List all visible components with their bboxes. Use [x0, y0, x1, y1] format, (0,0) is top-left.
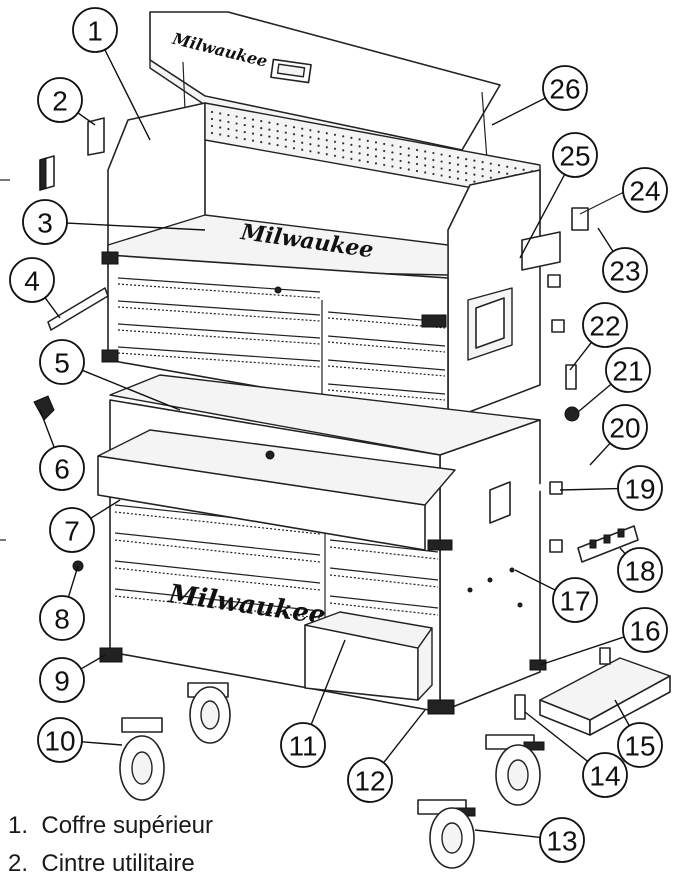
callout-7: 7 — [50, 508, 94, 552]
leader-line — [45, 298, 60, 318]
callout-17: 17 — [553, 578, 597, 622]
callout-15: 15 — [618, 723, 662, 767]
bottom-cabinet: Milwaukee — [98, 375, 600, 714]
callout-12: 12 — [348, 758, 392, 802]
callout-number: 14 — [589, 761, 620, 792]
callout-1: 1 — [73, 8, 117, 52]
leader-line — [78, 113, 95, 125]
utility-hanger-part — [40, 118, 104, 190]
callout-26: 26 — [543, 66, 587, 110]
slide-rail-part — [48, 288, 108, 330]
legend-number: 1. — [8, 812, 28, 839]
callout-number: 1 — [87, 16, 103, 47]
callout-3: 3 — [23, 200, 67, 244]
leader-line — [475, 830, 540, 837]
legend-item-1: 1. Coffre supérieur — [8, 812, 213, 840]
leader-line — [68, 566, 78, 597]
callout-2: 2 — [38, 78, 82, 122]
caster-locking-back — [486, 735, 544, 805]
callout-number: 2 — [52, 86, 68, 117]
callout-number: 6 — [54, 454, 70, 485]
legend-item-2: 2. Cintre utilitaire — [8, 850, 195, 878]
callout-number: 18 — [624, 556, 655, 587]
callout-22: 22 — [583, 303, 627, 347]
callout-24: 24 — [623, 168, 667, 212]
cap-part — [34, 396, 54, 420]
callout-number: 25 — [559, 141, 590, 172]
callout-number: 20 — [609, 413, 640, 444]
tray-bracket-part — [515, 695, 525, 719]
callout-21: 21 — [606, 348, 650, 392]
callout-14: 14 — [583, 753, 627, 797]
caster-rigid-left — [120, 718, 164, 800]
callout-number: 5 — [54, 348, 70, 379]
callout-number: 24 — [629, 176, 660, 207]
callout-number: 12 — [354, 766, 385, 797]
lock-core-part — [565, 407, 579, 421]
callout-5: 5 — [40, 340, 84, 384]
side-tray-part — [540, 648, 670, 735]
leader-line — [384, 710, 425, 763]
leader-line — [560, 489, 618, 490]
callout-number: 16 — [629, 616, 660, 647]
leader-line — [620, 548, 625, 554]
callout-number: 10 — [44, 726, 75, 757]
leader-line — [492, 98, 545, 125]
callout-20: 20 — [603, 405, 647, 449]
callout-23: 23 — [603, 248, 647, 292]
callout-number: 13 — [546, 826, 577, 857]
callout-4: 4 — [10, 258, 54, 302]
callout-9: 9 — [40, 658, 84, 702]
legend-label: Coffre supérieur — [41, 812, 213, 839]
callout-number: 26 — [549, 74, 580, 105]
hinge-clips — [548, 275, 564, 552]
callout-number: 4 — [24, 266, 40, 297]
callout-number: 15 — [624, 731, 655, 762]
callout-number: 22 — [589, 311, 620, 342]
callout-number: 17 — [559, 586, 590, 617]
leader-line — [590, 443, 610, 465]
callout-number: 7 — [64, 516, 80, 547]
callout-number: 21 — [612, 356, 643, 387]
caster-locking-front — [418, 800, 475, 868]
callout-number: 11 — [288, 731, 317, 762]
callout-number: 23 — [609, 256, 640, 287]
leader-line — [82, 742, 122, 745]
callout-number: 3 — [37, 208, 53, 239]
callout-13: 13 — [540, 818, 584, 862]
callout-6: 6 — [40, 446, 84, 490]
top-chest-body: Milwaukee — [102, 103, 540, 422]
callout-number: 19 — [624, 474, 655, 505]
callout-10: 10 — [38, 718, 82, 762]
callout-19: 19 — [618, 466, 662, 510]
caster-rigid-mid — [188, 683, 230, 743]
leader-line — [540, 637, 624, 665]
callout-8: 8 — [40, 596, 84, 640]
leader-line — [578, 384, 611, 412]
callout-number: 8 — [54, 604, 70, 635]
leader-line — [570, 342, 591, 370]
callout-number: 9 — [54, 666, 70, 697]
callout-25: 25 — [553, 133, 597, 177]
callout-11: 11 — [281, 723, 325, 767]
callout-16: 16 — [623, 608, 667, 652]
leader-line — [598, 228, 613, 251]
callout-18: 18 — [618, 548, 662, 592]
